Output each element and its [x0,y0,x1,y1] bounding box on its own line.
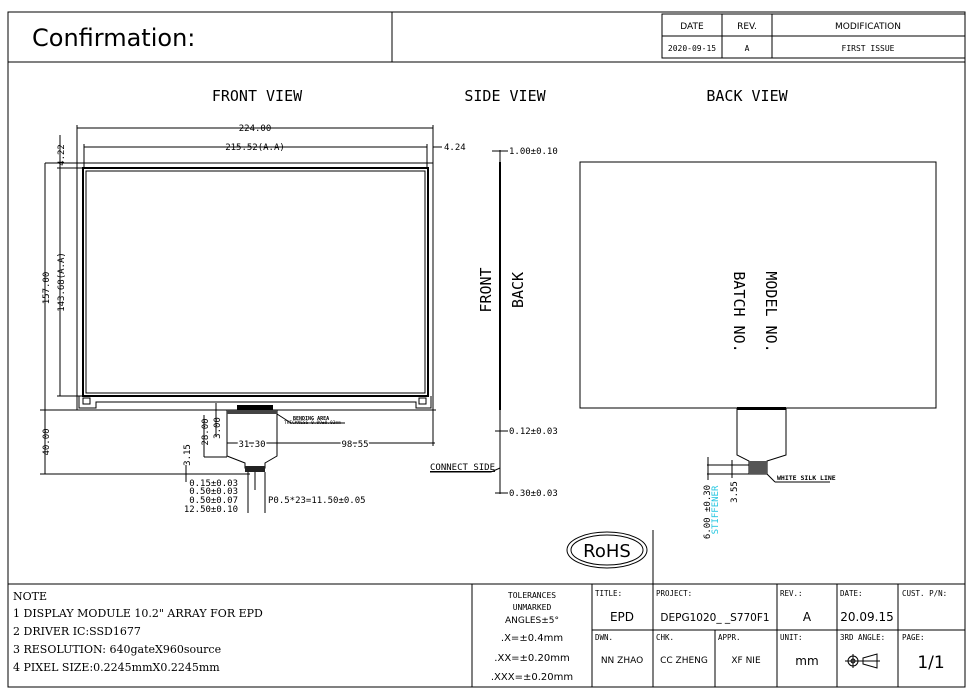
page-value: 1/1 [917,653,944,673]
tolerance-x: .X=±0.4mm [501,633,563,644]
rev-header-modification: MODIFICATION [835,22,901,32]
note-item: 3 RESOLUTION: 640gateX960source [13,643,221,656]
dim-aa-height: 143.68(A.A) [57,252,67,312]
rev-label: REV.: [780,589,803,598]
dwn-label: DWN. [595,633,613,642]
side-dim-bottom: 0.30±0.03 [509,489,558,499]
rohs-mark [566,531,648,569]
dim-pin4: 12.50±0.10 [184,505,238,515]
page-label: PAGE: [902,633,925,642]
bending-area-label: BENDING AREA [293,416,329,422]
back-view-title: BACK VIEW [706,87,788,105]
thickness-label: THICKNESS 0.09±0.03mm [284,420,341,426]
dim-aa-width: 215.52(A.A) [225,143,285,153]
rev-value: A [803,610,812,624]
title-value: EPD [610,610,634,624]
back-view: MODEL NO. BATCH NO. WHITE SILK LINE 6.00… [579,161,937,539]
appr-label: APPR. [718,633,741,642]
tolerance-xx: .XX=±0.20mm [494,653,569,664]
front-view: 224.00 215.52(A.A) 4.24 4.22 157.00 143.… [40,124,466,515]
dim-fpc-left: 31.30 [238,440,265,450]
rohs-text: RoHS [583,541,631,562]
dim-top-margin: 4.22 [57,144,67,166]
dim-pitch: P0.5*23=11.50±0.05 [268,496,366,506]
project-label: PROJECT: [656,589,692,598]
unit-value: mm [795,654,818,668]
side-dim-mid: 0.12±0.03 [509,427,558,437]
rev-date: 2020-09-15 [668,44,716,53]
dim-width: 224.00 [239,124,272,134]
page-title: Confirmation: [32,24,195,52]
side-view: 1.00±0.10 FRONT BACK 0.12±0.03 CONNECT S… [430,147,558,499]
tolerance-xxx: .XXX=±0.20mm [491,672,573,683]
rev-value: A [745,44,750,53]
dwn-value: NN ZHAO [601,656,643,666]
dim-6-00: 6.00 ±0.30 [703,485,713,539]
revision-table: DATE REV. MODIFICATION 2020-09-15 A FIRS… [661,13,966,59]
notes: NOTE 1 DISPLAY MODULE 10.2" ARRAY FOR EP… [7,583,473,688]
side-view-title: SIDE VIEW [464,87,546,105]
dim-right-margin: 4.24 [444,143,466,153]
title-block: TOLERANCES UNMARKED ANGLES±5° .X=±0.4mm … [471,583,966,688]
dim-height: 157.00 [42,272,52,305]
front-label: FRONT [477,267,495,312]
model-no-label: MODEL NO. [762,271,780,352]
tolerances-unmarked: UNMARKED [513,603,552,612]
dim-pin2: 0.50±0.03 [189,487,238,497]
project-value: DEPG1020_ _S770F1 [660,612,769,624]
note-item: 1 DISPLAY MODULE 10.2" ARRAY FOR EPD [13,607,263,620]
dim-28: 28.00 [201,418,211,445]
front-view-title: FRONT VIEW [212,87,303,105]
dim-3-55: 3.55 [730,481,740,503]
dim-pin1: 0.15±0.03 [189,479,238,489]
title-label: TITLE: [595,589,622,598]
chk-value: CC ZHENG [660,656,708,666]
sheet-border [7,11,966,688]
white-silk-line-label: WHITE SILK LINE [777,474,836,482]
stiffener-label: STIFFENER [711,485,721,534]
date-label: DATE: [840,589,863,598]
date-value: 20.09.15 [840,610,893,624]
tolerances-title: TOLERANCES [508,591,556,600]
note-item: 4 PIXEL SIZE:0.2245mmX0.2245mm [13,661,220,674]
dim-fpc-length: 40.00 [42,428,52,455]
cust-pn-label: CUST. P/N: [902,589,947,598]
batch-no-label: BATCH NO. [730,271,748,352]
rev-header-date: DATE [680,22,704,32]
chk-label: CHK. [656,633,674,642]
dim-fpc-right: 98.55 [341,440,368,450]
dim-3: 3.00 [213,417,223,439]
connect-side-label: CONNECT SIDE [430,463,495,473]
notes-title: NOTE [13,590,47,603]
unit-label: UNIT: [780,633,803,642]
rev-modification: FIRST ISSUE [842,44,895,53]
tolerances-angles: ANGLES±5° [505,616,559,626]
dim-pin3: 0.50±0.07 [189,496,238,506]
back-label: BACK [509,272,527,308]
dim-3-15: 3.15 [183,444,193,466]
appr-value: XF NIE [731,656,761,666]
note-item: 2 DRIVER IC:SSD1677 [13,625,141,638]
side-dim-top: 1.00±0.10 [509,147,558,157]
third-angle-projection-icon [845,653,880,669]
angle-label: 3RD ANGLE: [840,633,885,642]
rev-header-rev: REV. [737,22,757,32]
